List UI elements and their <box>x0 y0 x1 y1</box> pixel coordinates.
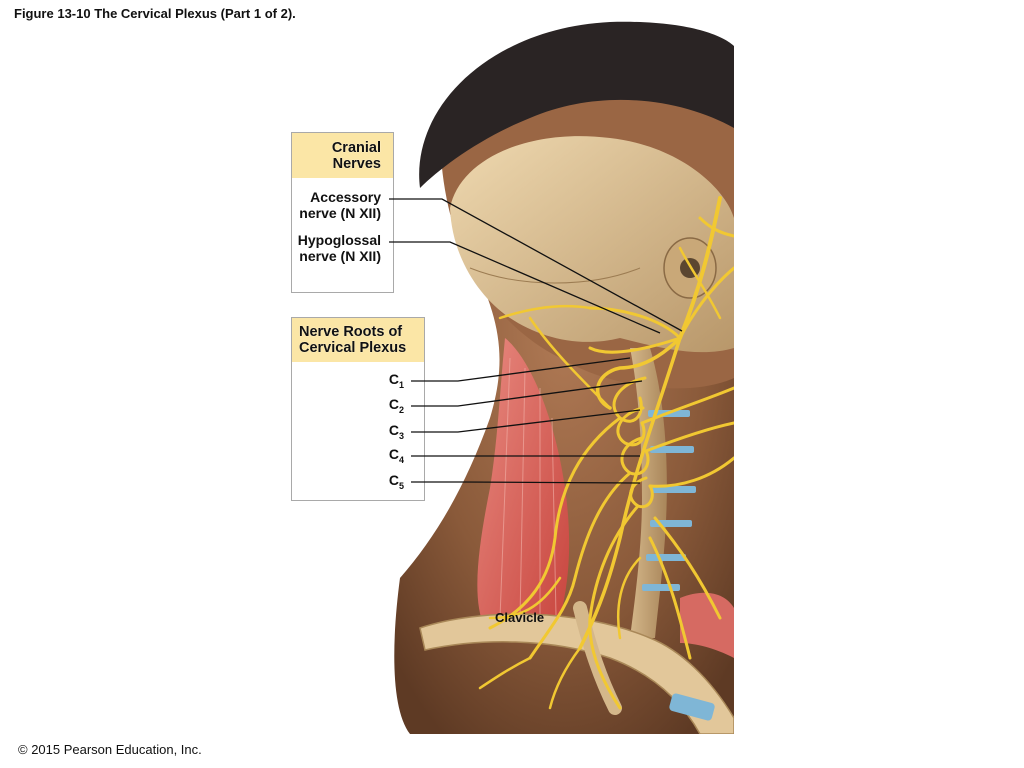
leader-hypoglossal <box>389 241 661 334</box>
root-c4-sub: 4 <box>398 454 404 465</box>
figure-title: Figure 13-10 The Cervical Plexus (Part 1… <box>14 6 296 21</box>
cervical-plexus-illustration <box>394 21 734 734</box>
accessory-nerve-label-line2: nerve (N XII) <box>299 205 381 221</box>
root-c1-base: C <box>388 371 399 387</box>
cranial-nerves-box: Cranial Nerves <box>291 132 394 293</box>
copyright-notice: © 2015 Pearson Education, Inc. <box>18 742 202 757</box>
leader-c3 <box>411 409 641 433</box>
hypoglossal-nerve-label-line2: nerve (N XII) <box>299 248 381 264</box>
skull <box>450 136 734 353</box>
accessory-nerve-label: Accessory nerve (N XII) <box>296 189 381 221</box>
hypoglossal-nerve-label: Hypoglossal nerve (N XII) <box>296 232 381 264</box>
nerve-network <box>478 196 734 710</box>
leader-c1 <box>411 357 631 382</box>
root-c2-base: C <box>388 396 399 412</box>
hair <box>419 21 734 188</box>
nerve-roots-header: Nerve Roots of Cervical Plexus <box>292 318 424 362</box>
root-label-c5: C5 <box>380 472 404 494</box>
cervical-spine <box>630 348 667 638</box>
root-c3-base: C <box>388 422 399 438</box>
nerve-roots-box: Nerve Roots of Cervical Plexus <box>291 317 425 501</box>
root-c2-sub: 2 <box>398 404 404 415</box>
leader-c2 <box>411 380 643 407</box>
root-c4-base: C <box>388 446 399 462</box>
accessory-nerve-label-line1: Accessory <box>310 189 381 205</box>
root-c1-sub: 1 <box>398 379 404 390</box>
roots-header-line2: Cervical Plexus <box>299 340 407 356</box>
root-label-c3: C3 <box>380 422 404 444</box>
clavicle-label: Clavicle <box>495 610 545 625</box>
root-c5-sub: 5 <box>398 480 404 491</box>
cranial-header-line2: Nerves <box>332 156 381 172</box>
cranial-nerves-header: Cranial Nerves <box>292 133 393 178</box>
root-c5-base: C <box>388 472 399 488</box>
cranial-header-line1: Cranial <box>331 140 381 156</box>
root-c3-sub: 3 <box>398 430 404 441</box>
leader-c5 <box>411 481 641 484</box>
sternocleidomastoid-muscle <box>477 338 570 628</box>
root-label-c4: C4 <box>380 446 404 468</box>
roots-header-line1: Nerve Roots of <box>299 324 403 340</box>
root-label-c2: C2 <box>380 396 404 418</box>
root-label-c1: C1 <box>380 371 404 393</box>
trapezius-muscle <box>680 592 734 658</box>
leader-accessory <box>389 198 683 332</box>
hypoglossal-nerve-label-line1: Hypoglossal <box>297 232 381 248</box>
